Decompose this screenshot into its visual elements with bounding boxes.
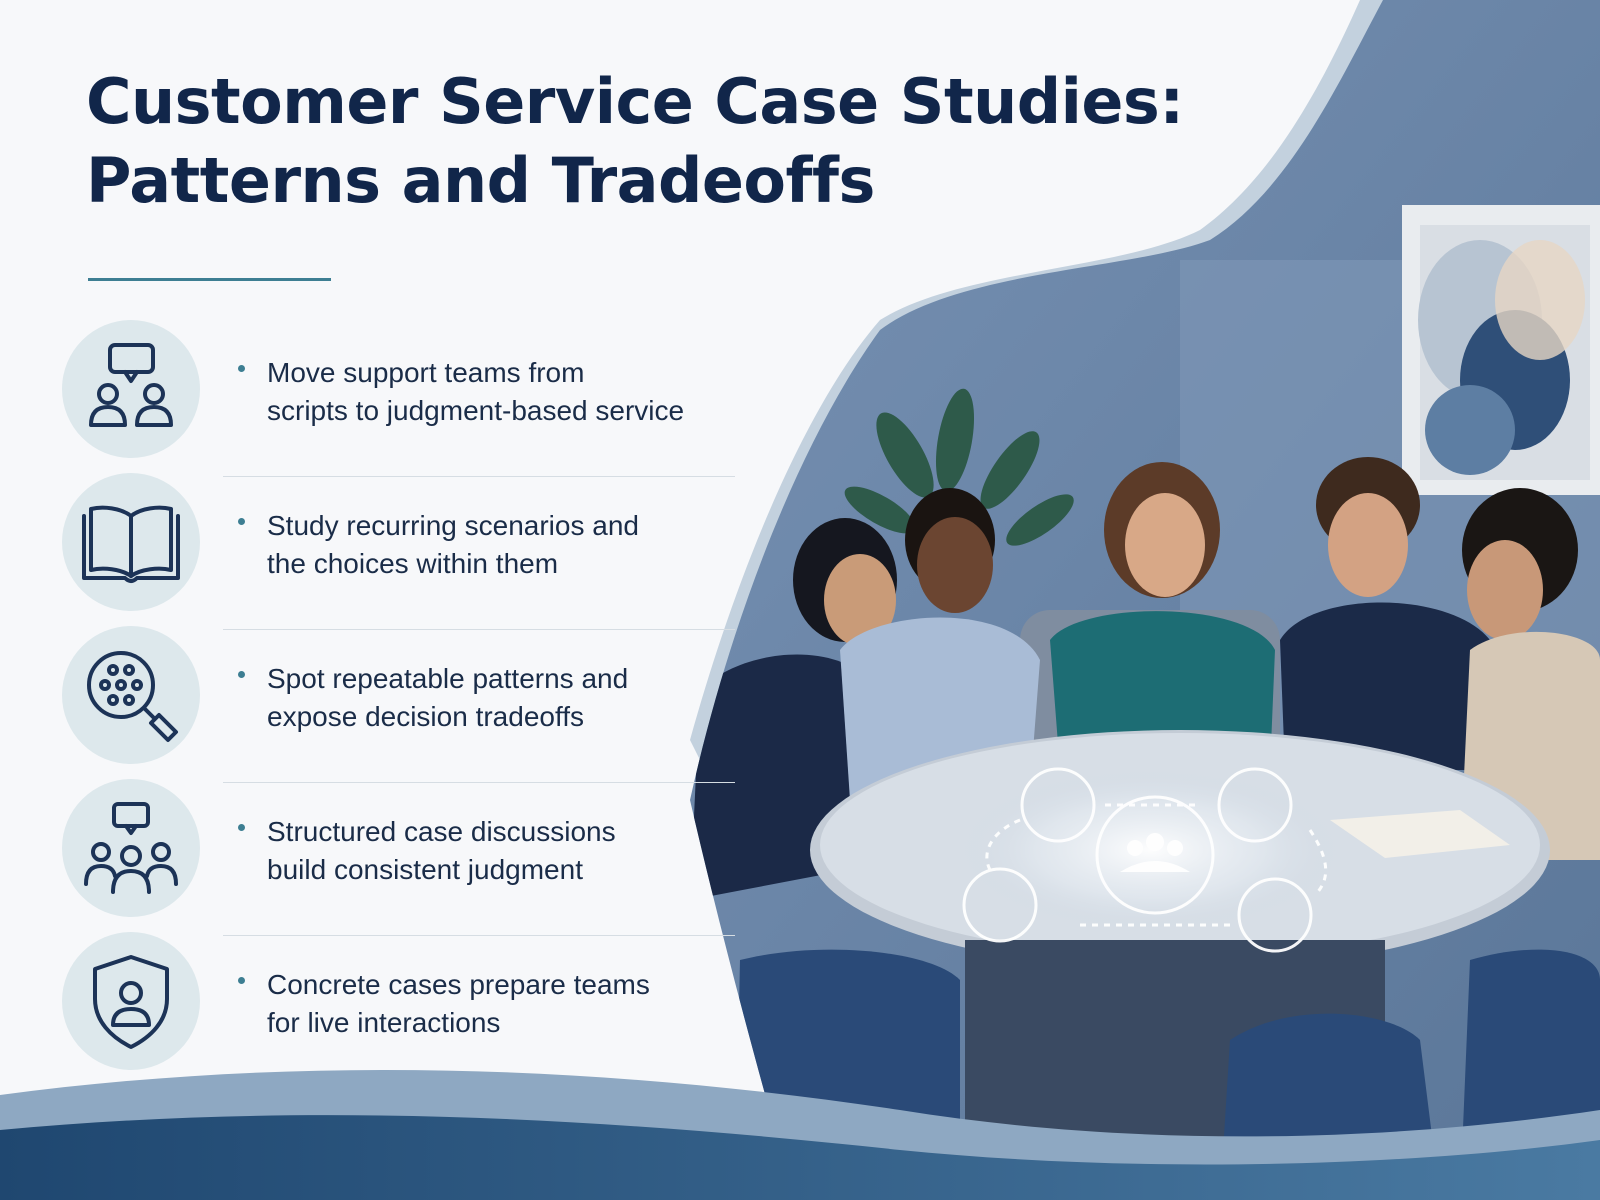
shield-person-icon bbox=[62, 932, 200, 1070]
benefit-item: Spot repeatable patterns and expose deci… bbox=[62, 626, 735, 783]
benefit-text-line: Study recurring scenarios and bbox=[267, 510, 639, 541]
bullet-dot bbox=[238, 671, 245, 678]
benefit-text: Spot repeatable patterns and expose deci… bbox=[267, 660, 707, 736]
chat-people-icon bbox=[62, 320, 200, 458]
bottom-wave-dark bbox=[0, 1115, 1600, 1200]
divider bbox=[223, 629, 735, 630]
title-underline bbox=[88, 278, 331, 281]
team-meeting-photo bbox=[690, 0, 1600, 1200]
benefit-text: Study recurring scenarios and the choice… bbox=[267, 507, 707, 583]
benefit-text: Structured case discussions build consis… bbox=[267, 813, 707, 889]
benefit-text-line: Concrete cases prepare teams bbox=[267, 969, 650, 1000]
benefit-item: Concrete cases prepare teams for live in… bbox=[62, 932, 682, 1085]
title-line-2: Patterns and Tradeoffs bbox=[86, 144, 875, 217]
benefit-item: Structured case discussions build consis… bbox=[62, 779, 735, 936]
divider bbox=[223, 782, 735, 783]
page-title: Customer Service Case Studies: Patterns … bbox=[86, 62, 1236, 220]
benefit-item: Study recurring scenarios and the choice… bbox=[62, 473, 735, 630]
accent-swoosh bbox=[690, 0, 1400, 760]
bullet-dot bbox=[238, 518, 245, 525]
divider bbox=[223, 476, 735, 477]
benefit-text-line: Move support teams from bbox=[267, 357, 585, 388]
benefit-text-line: Spot repeatable patterns and bbox=[267, 663, 629, 694]
divider bbox=[223, 935, 735, 936]
group-discussion-icon bbox=[62, 779, 200, 917]
open-book-icon bbox=[62, 473, 200, 611]
benefit-text: Move support teams from scripts to judgm… bbox=[267, 354, 707, 430]
bullet-dot bbox=[238, 977, 245, 984]
benefit-text-line: expose decision tradeoffs bbox=[267, 701, 585, 732]
benefit-text: Concrete cases prepare teams for live in… bbox=[267, 966, 707, 1042]
benefit-text-line: Structured case discussions bbox=[267, 816, 616, 847]
benefit-list: Move support teams from scripts to judgm… bbox=[62, 320, 735, 1085]
title-line-1: Customer Service Case Studies: bbox=[86, 65, 1184, 138]
benefit-item: Move support teams from scripts to judgm… bbox=[62, 320, 735, 477]
magnifier-pattern-icon bbox=[62, 626, 200, 764]
benefit-text-line: for live interactions bbox=[267, 1007, 501, 1038]
bullet-dot bbox=[238, 365, 245, 372]
bullet-dot bbox=[238, 824, 245, 831]
benefit-text-line: scripts to judgment-based service bbox=[267, 395, 685, 426]
benefit-text-line: the choices within them bbox=[267, 548, 559, 579]
benefit-text-line: build consistent judgment bbox=[267, 854, 583, 885]
